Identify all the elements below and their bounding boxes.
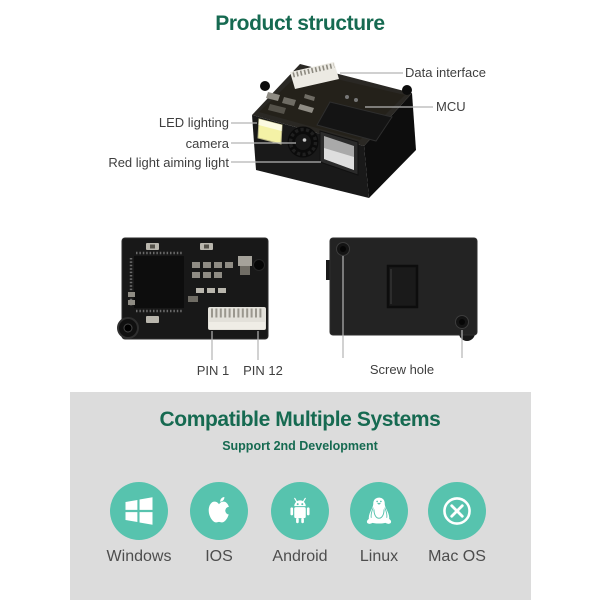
- label-red-light: Red light aiming light: [108, 155, 229, 170]
- os-label-macos: Mac OS: [428, 548, 486, 565]
- data-interface-connector: [290, 62, 339, 89]
- top-components: [266, 92, 358, 114]
- screw-hole-bottom-right: [455, 315, 469, 329]
- systems-subheading: Support 2nd Development: [222, 439, 378, 453]
- main-ic-chip: [129, 251, 184, 313]
- back-panel-view: [326, 237, 478, 341]
- os-item-android: Android: [252, 482, 348, 565]
- os-item-macos: Mac OS: [409, 482, 505, 565]
- android-icon: [271, 482, 329, 540]
- label-camera: camera: [185, 136, 229, 151]
- label-pin-12: PIN 12: [243, 363, 283, 378]
- label-led-lighting: LED lighting: [158, 115, 229, 130]
- os-item-linux: Linux: [331, 482, 427, 565]
- label-screw-hole: Screw hole: [369, 362, 435, 377]
- mount-hole: [253, 259, 265, 271]
- os-label-ios: IOS: [205, 548, 233, 565]
- camera-lens: [287, 126, 319, 158]
- screw-post: [402, 85, 412, 95]
- page-title: Product structure: [215, 12, 385, 35]
- apple-icon: [190, 482, 248, 540]
- pcb-screw-hole: [117, 317, 139, 339]
- systems-heading: Compatible Multiple Systems: [159, 408, 441, 431]
- linux-icon: [350, 482, 408, 540]
- screw-hole-top-left: [336, 242, 350, 256]
- leader-lines: [211, 72, 463, 360]
- label-data-interface: Data interface: [405, 65, 486, 80]
- label-mcu: MCU: [436, 99, 466, 114]
- os-item-ios: IOS: [171, 482, 267, 565]
- macos-icon: [428, 482, 486, 540]
- os-item-windows: Windows: [91, 482, 187, 565]
- scanner-3d-view: [252, 62, 416, 198]
- os-label-windows: Windows: [106, 548, 172, 565]
- windows-icon: [110, 482, 168, 540]
- aiming-light-window: [319, 130, 359, 176]
- pcb-components: [128, 243, 252, 323]
- screw-post: [260, 81, 270, 91]
- ffc-connector: [208, 307, 266, 330]
- pcb-bottom-view: [117, 237, 269, 340]
- label-pin-1: PIN 1: [196, 363, 230, 378]
- os-label-linux: Linux: [359, 548, 399, 565]
- mount-recess: [386, 264, 419, 309]
- os-label-android: Android: [272, 548, 328, 565]
- mcu-chip: [316, 101, 393, 142]
- led-lighting-window: [257, 118, 283, 145]
